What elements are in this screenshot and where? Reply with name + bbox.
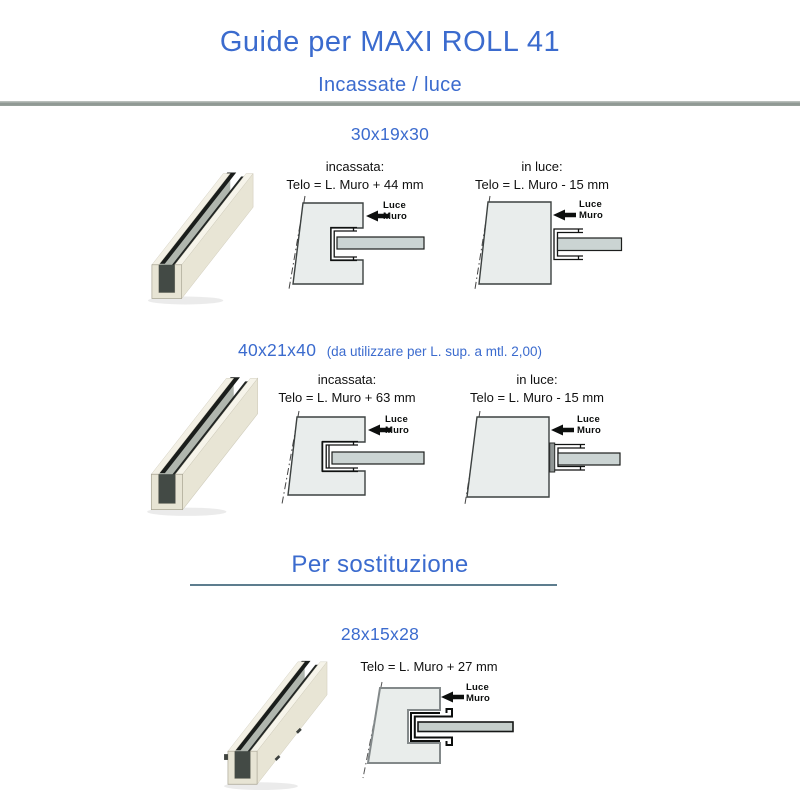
luce-label: Luce xyxy=(383,200,406,211)
telo-bar xyxy=(336,236,425,250)
luce-muro-arrow-icon xyxy=(368,424,391,436)
guide-profile-3d-icon xyxy=(147,377,259,516)
telo-bar xyxy=(417,721,514,733)
mounting-hook xyxy=(274,755,281,761)
section3-size: 28x15x28 xyxy=(340,624,420,644)
s2-inluce-diagram: Luce Muro xyxy=(462,409,627,504)
s2-incassata-formula: Telo = L. Muro + 63 mm xyxy=(278,390,416,405)
guide-profile-section xyxy=(330,226,357,262)
s2-inluce-title: in luce: xyxy=(516,372,558,387)
mounting-hook xyxy=(295,727,302,734)
page-title: Guide per MAXI ROLL 41 xyxy=(219,26,561,58)
s2-incassata-title: incassata: xyxy=(317,372,377,387)
guide-profile-section xyxy=(321,440,358,473)
luce-muro-arrow-icon xyxy=(441,691,464,703)
luce-muro-arrow-icon xyxy=(551,424,574,436)
section2-size: 40x21x40 xyxy=(237,340,317,360)
profile-image-28x15x28 xyxy=(216,656,338,792)
muro-label: Muro xyxy=(577,425,602,436)
s1-incassata-formula: Telo = L. Muro + 44 mm xyxy=(286,177,424,192)
guide-profile-3d-icon xyxy=(224,660,328,791)
luce-label: Luce xyxy=(466,682,489,693)
telo-bar xyxy=(331,451,425,465)
section1-heading: 30x19x30 xyxy=(350,124,430,144)
guide-profile-3d-icon xyxy=(147,172,254,305)
header-divider-bar xyxy=(0,101,800,106)
profile-cavity xyxy=(158,264,175,293)
mounting-hook xyxy=(224,754,228,760)
page-subtitle: Incassate / luce xyxy=(318,74,462,96)
profile-cavity xyxy=(234,751,251,779)
profile-image-30x19x30 xyxy=(140,166,264,308)
wall-cross-section xyxy=(466,416,550,498)
luce-muro-arrow-icon xyxy=(553,209,576,221)
s3-formula: Telo = L. Muro + 27 mm xyxy=(360,659,498,674)
section3-divider xyxy=(190,584,557,586)
s1-inluce-formula: Telo = L. Muro - 15 mm xyxy=(474,177,610,192)
profile-front-face xyxy=(227,750,258,785)
s3-diagram: Luce Muro xyxy=(360,680,520,790)
luce-label: Luce xyxy=(577,414,600,425)
telo-bar xyxy=(556,237,623,252)
s2-inluce-formula: Telo = L. Muro - 15 mm xyxy=(469,390,605,405)
profile-cavity xyxy=(158,474,176,504)
section2-note: (da utilizzare per L. sup. a mtl. 2,00) xyxy=(326,344,543,359)
section3-heading: Per sostituzione xyxy=(291,551,469,578)
s1-incassata-diagram: Luce Muro xyxy=(285,194,450,289)
s1-incassata-title: incassata: xyxy=(325,159,385,174)
muro-label: Muro xyxy=(579,210,604,221)
wall-cross-section xyxy=(478,201,552,285)
s2-incassata-diagram: Luce Muro xyxy=(280,409,445,504)
muro-label: Muro xyxy=(383,211,408,222)
luce-label: Luce xyxy=(385,414,408,425)
telo-bar xyxy=(557,452,621,466)
luce-muro-arrow-icon xyxy=(366,210,389,222)
guide-profile-section xyxy=(410,708,453,746)
section2-heading: 40x21x40 (da utilizzare per L. sup. a mt… xyxy=(0,340,780,361)
muro-label: Muro xyxy=(466,693,491,704)
s1-inluce-title: in luce: xyxy=(521,159,563,174)
profile-image-40x21x40 xyxy=(138,372,270,518)
muro-label: Muro xyxy=(385,425,410,436)
luce-label: Luce xyxy=(579,199,602,210)
guide-back-strip xyxy=(549,442,556,473)
s1-inluce-diagram: Luce Muro xyxy=(470,194,635,289)
wall-cross-section xyxy=(366,687,441,764)
